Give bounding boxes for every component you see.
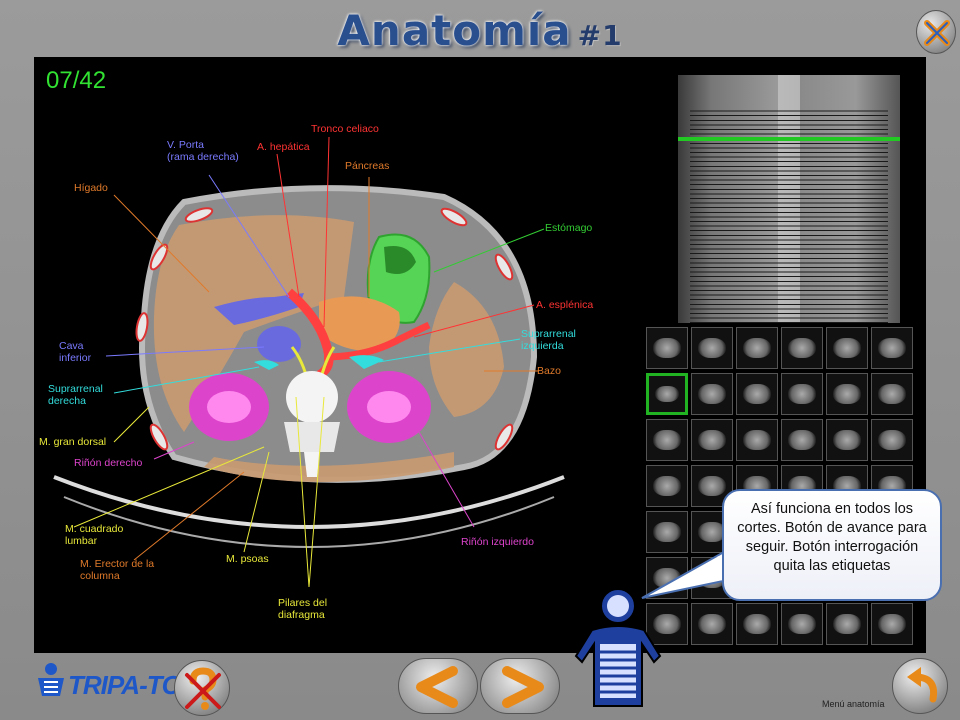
label-rinon-izquierdo: Riñón izquierdo bbox=[461, 536, 534, 548]
label-higado: Hígado bbox=[74, 182, 108, 194]
label-suprarrenal-izquierda: Suprarrenal izquierda bbox=[521, 328, 576, 352]
help-bubble: Así funciona en todos los cortes. Botón … bbox=[722, 489, 942, 601]
next-button[interactable] bbox=[480, 658, 560, 714]
label-m-gran-dorsal: M. gran dorsal bbox=[39, 436, 107, 448]
slice-thumbnail[interactable] bbox=[871, 603, 913, 645]
arrow-left-icon bbox=[416, 666, 458, 708]
label-tronco-celiaco: Tronco celiaco bbox=[311, 123, 379, 135]
title-number: #1 bbox=[577, 19, 623, 52]
label-a-esplenica: A. esplénica bbox=[536, 299, 594, 311]
scout-slice-lines bbox=[690, 107, 888, 323]
label-m-cuadrado-lumbar: M. cuadrado lumbar bbox=[65, 523, 124, 547]
slice-thumbnail[interactable] bbox=[736, 327, 778, 369]
close-button[interactable] bbox=[916, 10, 956, 54]
slice-thumbnail[interactable] bbox=[646, 419, 688, 461]
slice-thumbnail[interactable] bbox=[781, 419, 823, 461]
slice-thumbnail[interactable] bbox=[646, 373, 688, 415]
slice-thumbnail[interactable] bbox=[691, 603, 733, 645]
label-pilares-diafragma: Pilares del diafragma bbox=[278, 597, 328, 621]
question-mark-icon bbox=[185, 667, 221, 710]
slice-thumbnail[interactable] bbox=[646, 603, 688, 645]
menu-label: Menú anatomía bbox=[822, 699, 885, 709]
slice-thumbnail[interactable] bbox=[781, 603, 823, 645]
close-x-icon bbox=[924, 20, 950, 46]
ct-axial-image bbox=[53, 136, 565, 588]
slice-thumbnail[interactable] bbox=[826, 603, 868, 645]
scout-image[interactable] bbox=[678, 75, 900, 323]
slice-thumbnail[interactable] bbox=[781, 373, 823, 415]
label-v-porta: V. Porta (rama derecha) bbox=[167, 139, 239, 163]
label-suprarrenal-derecha: Suprarrenal derecha bbox=[48, 383, 103, 407]
slice-thumbnail[interactable] bbox=[871, 327, 913, 369]
toggle-labels-button[interactable] bbox=[174, 660, 230, 716]
slice-thumbnail[interactable] bbox=[826, 419, 868, 461]
slice-thumbnail[interactable] bbox=[646, 465, 688, 507]
label-estomago: Estómago bbox=[545, 222, 593, 234]
slice-thumbnail[interactable] bbox=[646, 327, 688, 369]
label-rinon-derecho: Riñón derecho bbox=[74, 457, 143, 469]
slice-counter: 07/42 bbox=[46, 67, 107, 94]
slice-thumbnail[interactable] bbox=[736, 603, 778, 645]
slice-thumbnail[interactable] bbox=[781, 327, 823, 369]
slice-thumbnail[interactable] bbox=[691, 373, 733, 415]
slice-thumbnail[interactable] bbox=[691, 419, 733, 461]
label-m-psoas: M. psoas bbox=[226, 553, 269, 565]
logo-text: TRIPA-TC bbox=[68, 670, 180, 701]
tripa-logo-icon bbox=[38, 663, 64, 696]
slice-thumbnail[interactable] bbox=[646, 511, 688, 553]
slice-thumbnail[interactable] bbox=[826, 327, 868, 369]
menu-button[interactable] bbox=[892, 658, 948, 714]
slice-thumbnail[interactable] bbox=[736, 373, 778, 415]
previous-button[interactable] bbox=[398, 658, 478, 714]
slice-thumbnail[interactable] bbox=[736, 419, 778, 461]
title: Anatomía#1 bbox=[0, 6, 960, 55]
slice-thumbnail[interactable] bbox=[826, 373, 868, 415]
label-pancreas: Páncreas bbox=[345, 160, 390, 172]
slice-thumbnail[interactable] bbox=[871, 373, 913, 415]
slice-thumbnail[interactable] bbox=[691, 327, 733, 369]
label-bazo: Bazo bbox=[537, 365, 561, 377]
title-text: Anatomía bbox=[337, 6, 572, 55]
label-a-hepatica: A. hepática bbox=[257, 141, 310, 153]
mascot-figure-icon bbox=[574, 588, 662, 707]
arrow-right-icon bbox=[502, 666, 544, 708]
logo-tc: -TC bbox=[139, 670, 180, 700]
return-arrow-icon bbox=[907, 667, 938, 703]
logo-tripa: TRIPA bbox=[68, 670, 140, 700]
current-slice-marker bbox=[678, 137, 900, 141]
label-m-erector: M. Erector de la columna bbox=[80, 558, 155, 582]
label-cava-inferior: Cava inferior bbox=[59, 340, 92, 364]
slice-thumbnail[interactable] bbox=[871, 419, 913, 461]
